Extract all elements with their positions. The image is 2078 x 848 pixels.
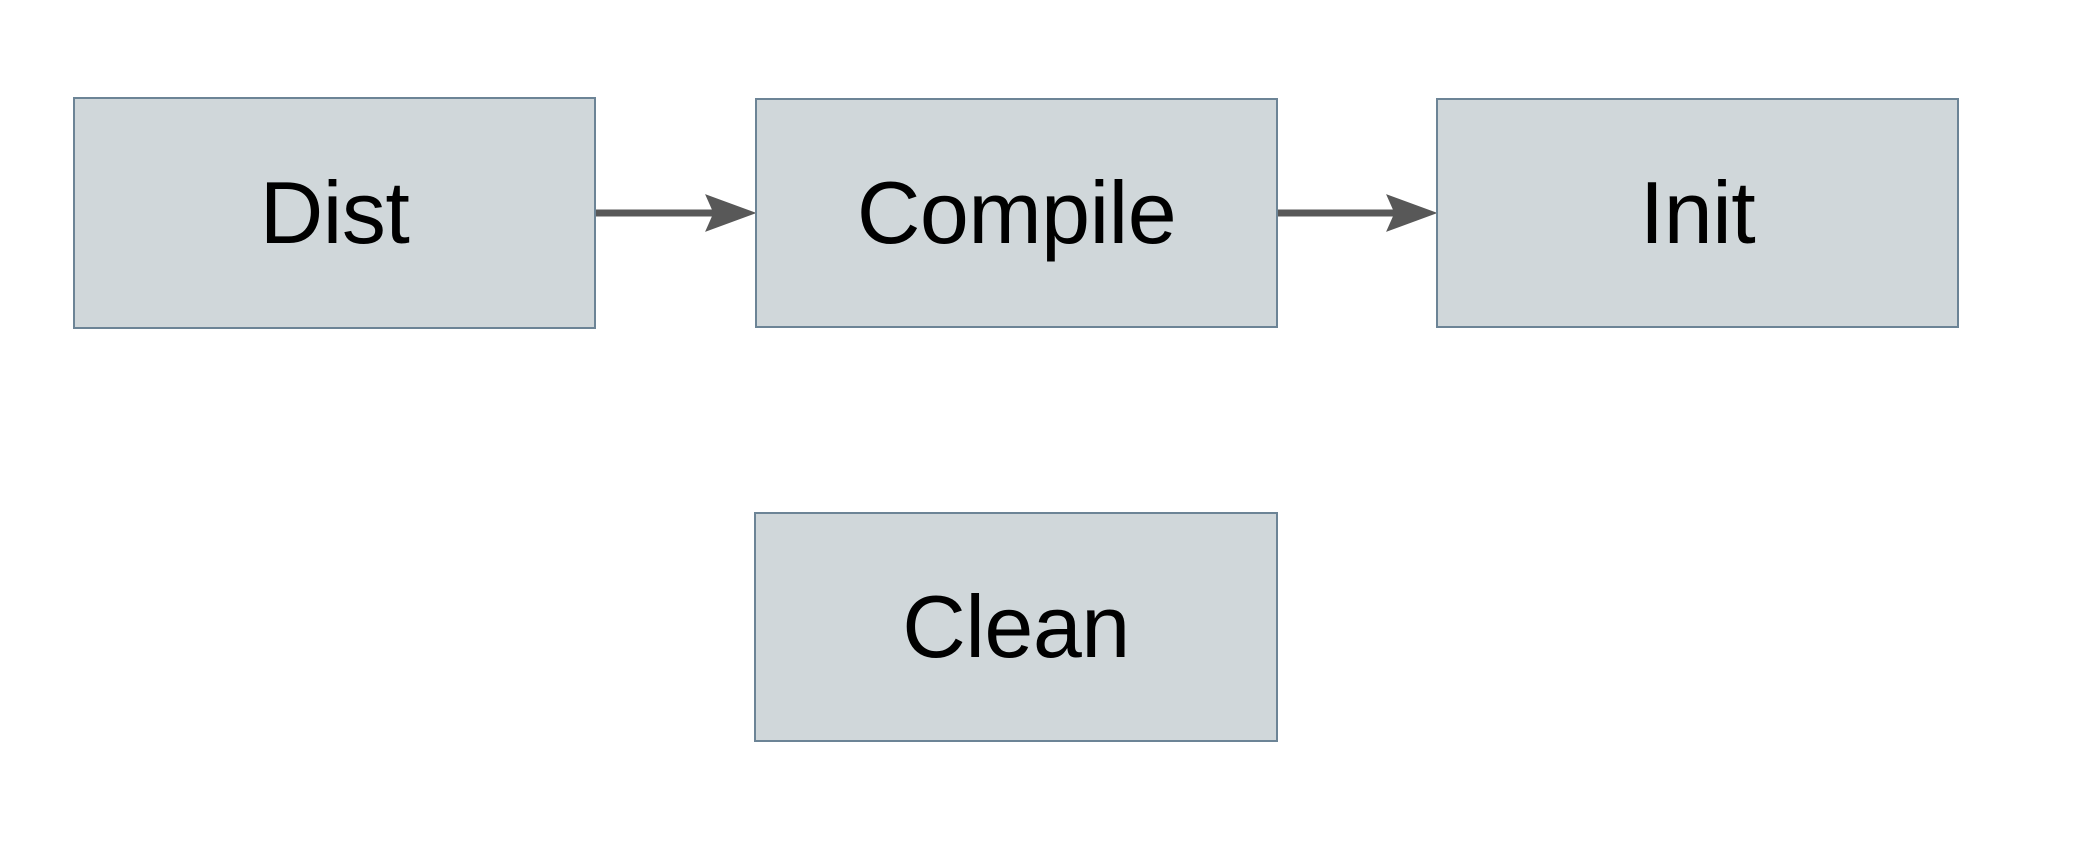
node-clean[interactable]: Clean: [754, 512, 1278, 742]
node-compile[interactable]: Compile: [755, 98, 1278, 328]
arrowhead-icon: [705, 194, 757, 232]
arrowhead-icon: [1386, 194, 1438, 232]
node-init[interactable]: Init: [1436, 98, 1959, 328]
node-dist[interactable]: Dist: [73, 97, 596, 329]
node-compile-label: Compile: [856, 163, 1177, 262]
node-dist-label: Dist: [259, 163, 410, 262]
node-clean-label: Clean: [902, 577, 1130, 676]
node-init-label: Init: [1639, 163, 1756, 262]
